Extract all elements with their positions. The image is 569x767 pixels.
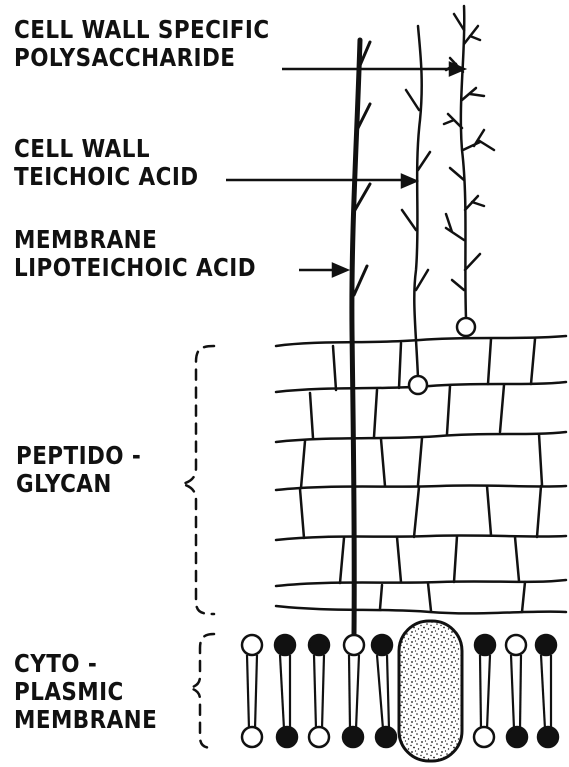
wall-teichoic-acid-chain: [402, 26, 430, 378]
peptidoglycan-brace: [182, 346, 214, 614]
polysaccharide-chain: [444, 6, 494, 318]
teichoic-acid-anchor-circle: [409, 376, 427, 394]
polysaccharide-anchor-circle: [457, 318, 475, 336]
lipoteichoic-acid-pointer-arrow: [299, 264, 347, 276]
polysaccharide-pointer-arrow: [282, 63, 464, 75]
teichoic-acid-pointer-arrow: [226, 175, 416, 187]
lipoteichoic-acid-chain: [352, 40, 370, 634]
cytoplasmic-membrane-brace: [190, 634, 214, 748]
membrane-protein: [399, 621, 462, 761]
